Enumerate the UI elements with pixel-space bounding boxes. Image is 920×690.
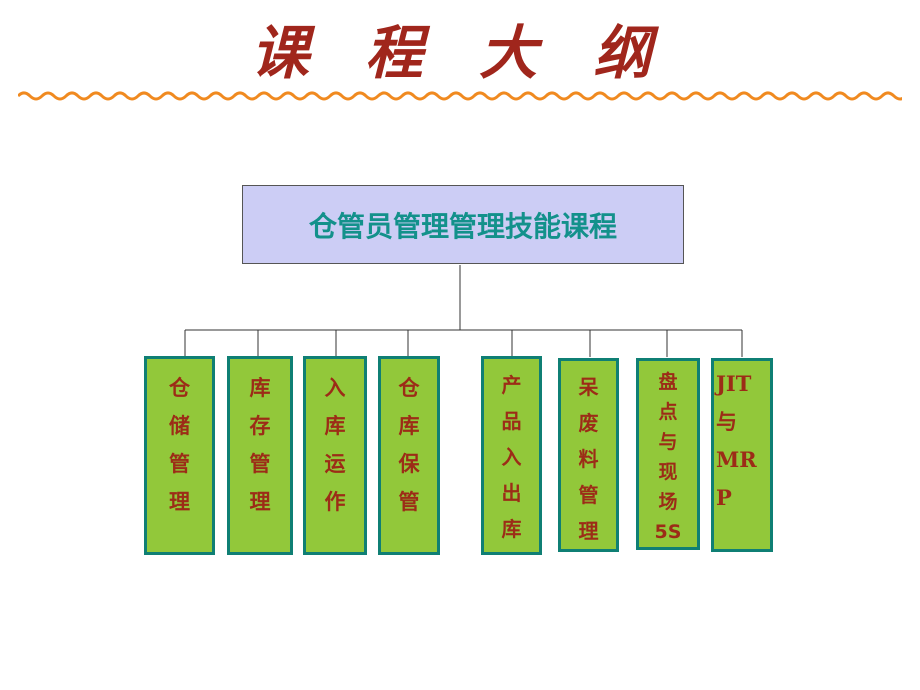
module-text: JIT [716, 371, 752, 396]
module-text: 产 [501, 373, 522, 397]
module-text: 库 [324, 414, 346, 438]
module-text: 点 [658, 401, 678, 423]
module-text: 现 [658, 461, 678, 483]
module-text: 管 [578, 483, 599, 507]
module-text: 5S [654, 521, 682, 543]
module-text: 库 [501, 517, 522, 541]
module-text: MR [716, 447, 757, 472]
module-warehouse-custody: 仓 库 保 管 [378, 356, 440, 555]
module-text: 理 [249, 490, 271, 514]
module-product-in-out: 产 品 入 出 库 [481, 356, 542, 555]
module-text: 呆 [578, 375, 599, 399]
module-stocktake-5s: 盘 点 与 现 场 5S [636, 358, 700, 550]
module-text: 盘 [658, 371, 678, 393]
module-text: 储 [169, 414, 190, 438]
module-text: 理 [169, 490, 190, 514]
module-jit-mrp: JIT 与 MR P [711, 358, 773, 552]
module-text: 理 [578, 519, 599, 543]
decorative-wave-divider [18, 91, 902, 101]
module-inbound-operations: 入 库 运 作 [303, 356, 367, 555]
module-text: 入 [501, 445, 522, 469]
module-text: 库 [249, 376, 271, 400]
root-course-box: 仓管员管理管理技能课程 [242, 185, 684, 264]
root-course-label: 仓管员管理管理技能课程 [308, 209, 617, 243]
module-warehouse-storage: 仓 储 管 理 [144, 356, 215, 555]
module-text: 运 [324, 452, 346, 476]
module-text: 仓 [398, 376, 420, 400]
module-text: 作 [324, 490, 346, 514]
module-text: 废 [578, 411, 599, 435]
module-text: 与 [658, 431, 678, 453]
module-text: P [716, 485, 732, 510]
module-text: 出 [501, 481, 522, 505]
module-text: 品 [501, 409, 522, 433]
module-text: 管 [169, 452, 190, 476]
module-text: 保 [398, 452, 420, 476]
module-text: 管 [398, 490, 420, 514]
module-inventory-management: 库 存 管 理 [227, 356, 293, 555]
module-text: 料 [578, 447, 599, 471]
slide-title: 课 程 大 纲 [250, 19, 670, 87]
module-text: 场 [658, 491, 678, 513]
module-text: 管 [249, 452, 271, 476]
module-text: 存 [249, 414, 271, 438]
module-text: 与 [716, 409, 737, 434]
module-text: 入 [324, 376, 346, 400]
module-obsolete-material: 呆 废 料 管 理 [558, 358, 619, 552]
module-text: 库 [398, 414, 420, 438]
module-text: 仓 [169, 376, 190, 400]
